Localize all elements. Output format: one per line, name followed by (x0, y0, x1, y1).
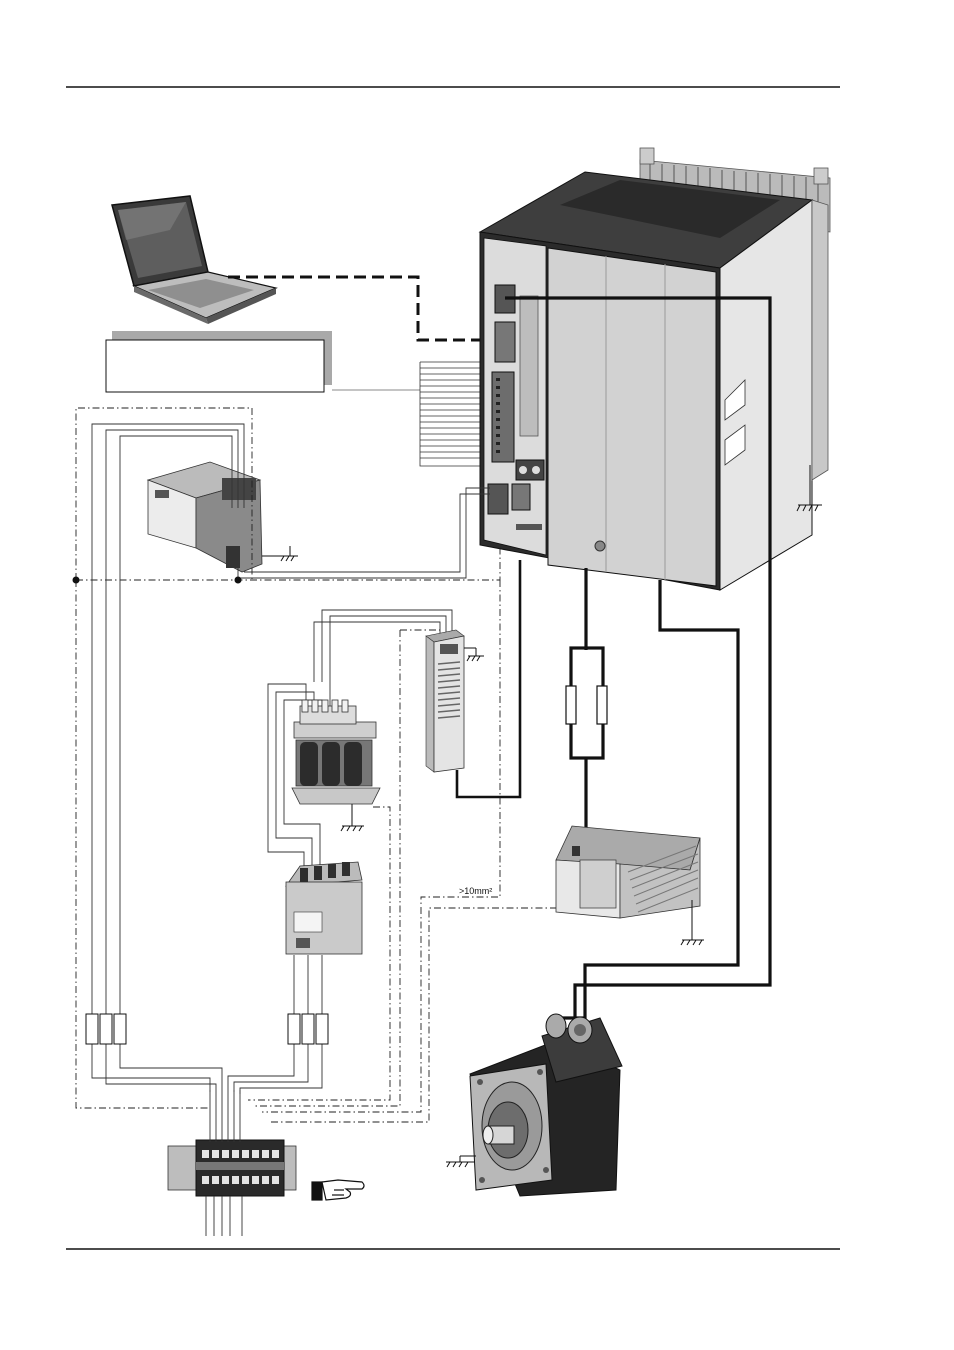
ground-icon (262, 546, 298, 562)
supply-24v-cable (237, 487, 490, 579)
feedback-cable (505, 296, 772, 1020)
earth-node (72, 576, 80, 584)
pc-cable (228, 275, 500, 342)
terminal-block-icon (167, 1139, 297, 1197)
pointing-hand-icon (311, 1179, 365, 1201)
earth-node (234, 576, 242, 584)
mains-supply-lines (91, 423, 245, 1092)
control-text-box (105, 331, 332, 393)
servo-motor-icon (469, 1013, 623, 1197)
mains-choke-icon (291, 699, 381, 805)
mains-filter-icon (425, 629, 465, 773)
ground-icon (680, 900, 704, 946)
fuse-icon (596, 685, 608, 725)
regen-resistor-icon (555, 825, 701, 919)
incoming-mains-wires (205, 1196, 243, 1236)
fuse-icon (287, 1013, 329, 1045)
power-supply-icon (146, 461, 263, 573)
filter-output-cable (455, 560, 522, 799)
ground-icon (340, 804, 364, 832)
ground-icon (446, 1155, 476, 1168)
fuse-icon (85, 1013, 127, 1045)
laptop-icon (111, 195, 278, 324)
fuse-icon (565, 685, 577, 725)
servo-amplifier-icon (478, 147, 831, 591)
mains-power-lines (227, 609, 453, 1094)
contactor-icon (285, 861, 363, 955)
protective-earth-lines (75, 407, 576, 1123)
cross-section-label: >10mm² (459, 886, 492, 896)
terminal-wires (209, 1090, 241, 1142)
ground-icon (796, 465, 822, 512)
ground-icon (464, 647, 484, 662)
